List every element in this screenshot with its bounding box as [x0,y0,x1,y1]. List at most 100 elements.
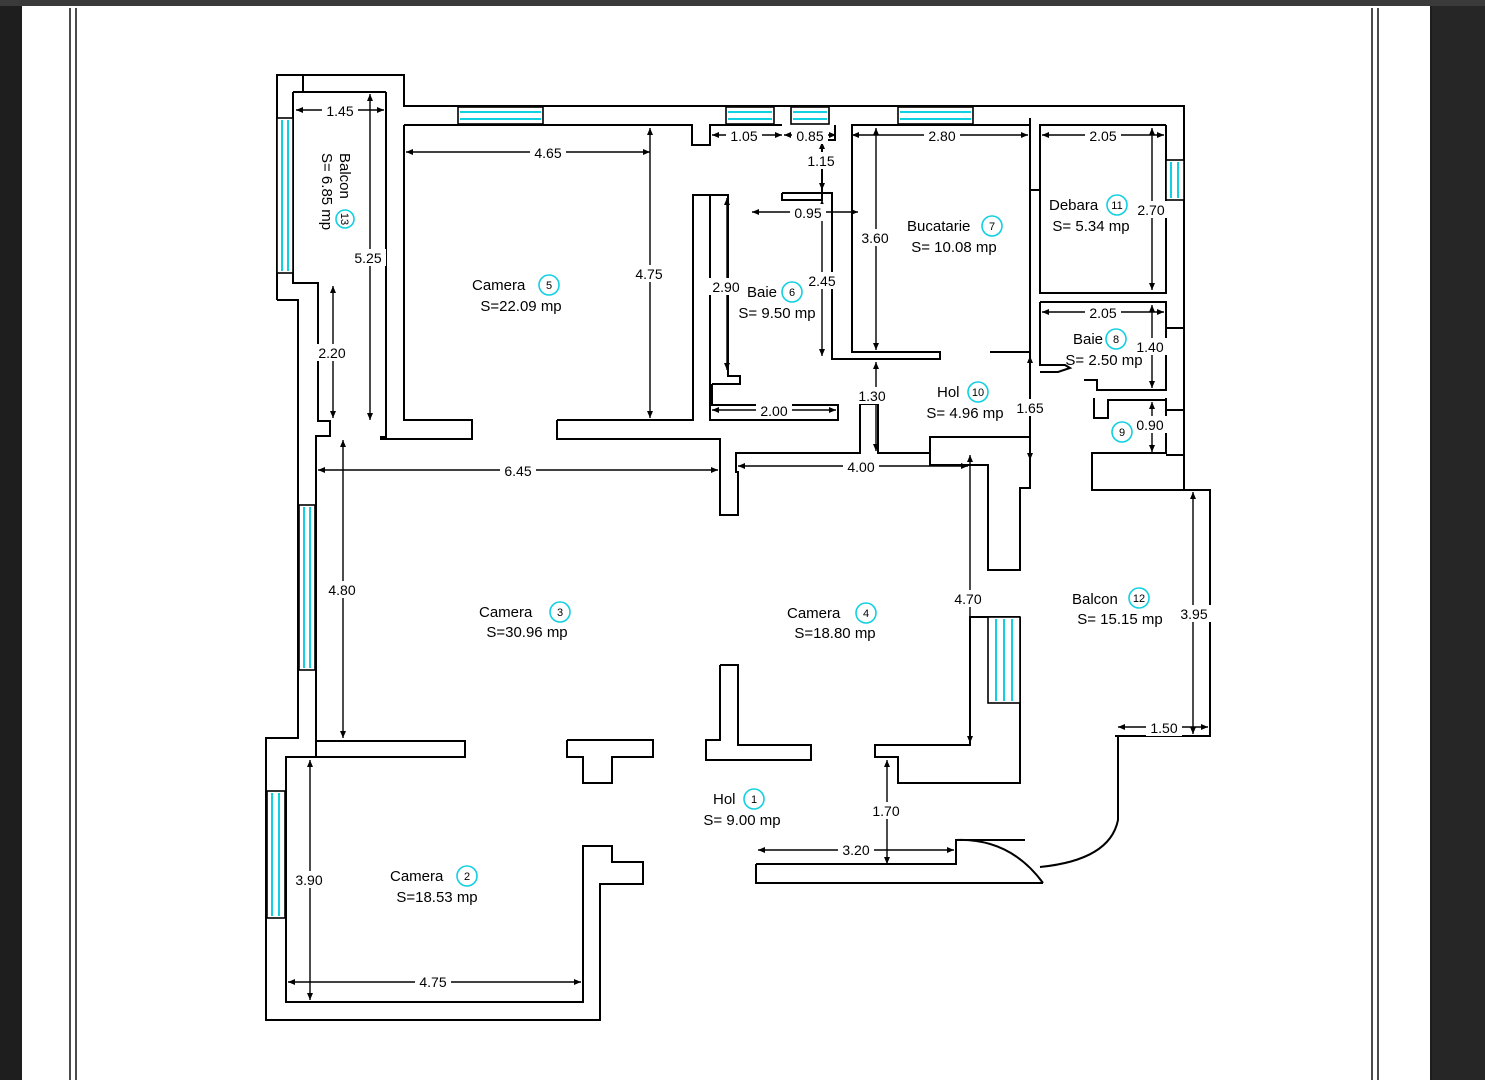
dimension-label: 1.05 [726,127,762,144]
dimension-label: 2.20 [314,344,350,361]
room-name: Hol [713,791,736,808]
dimension-text: 2.45 [808,273,835,289]
room-name: Baie [1073,331,1103,348]
room-number-circle [781,281,803,303]
dimension-label: 4.75 [415,973,451,990]
dimension-label: 0.85 [792,127,828,144]
room-number: 3 [557,607,563,619]
window-camera-5 [457,106,544,125]
dimension-text: 2.05 [1089,128,1116,144]
room-number: 6 [789,287,795,299]
dimension-text: 1.40 [1136,339,1163,355]
dimension-text: 2.05 [1089,305,1116,321]
room-number-circle [743,788,765,810]
dimension-label: 2.05 [1085,127,1121,144]
dimension-label: 1.15 [803,152,839,169]
room-area: S=18.80 mp [794,625,875,642]
dimension-text: 4.75 [419,974,446,990]
dimension-text: 2.20 [318,345,345,361]
dimension-text: 2.70 [1137,202,1164,218]
room-label: Baie 8 S= 2.50 mp [1065,328,1143,369]
room-area: S= 2.50 mp [1065,352,1142,369]
room-area: S= 10.08 mp [911,239,996,256]
window-camera-2 [266,790,286,919]
dimension-label: 3.60 [857,229,893,246]
room-number-circle [456,865,478,887]
dimension-text: 3.60 [861,230,888,246]
window-debara [1165,159,1185,201]
room-number-circle [855,602,877,624]
dimension-label: 1.30 [854,387,890,404]
dimension-label: 1.40 [1132,338,1168,355]
room-area: S=30.96 mp [486,624,567,641]
window-balcon-13 [276,117,294,274]
dimension-text: 3.20 [842,842,869,858]
dimension-text: 1.50 [1150,720,1177,736]
dimension-text: 1.05 [730,128,757,144]
room-area: S= 5.34 mp [1052,218,1129,235]
room-label: Balcon 13S= 6.85 mp [318,153,355,230]
dimension-text: 4.70 [954,591,981,607]
room-area: S= 15.15 mp [1077,611,1162,628]
room-number: 9 [1119,427,1125,439]
window-baie-6a [725,106,775,125]
room-number-circle [335,209,355,229]
room-name: Balcon [336,153,353,199]
room-number-circle [1111,421,1133,443]
dimension-label: 2.05 [1085,304,1121,321]
dimension-text: 4.80 [328,582,355,598]
room-area: S= 4.96 mp [926,405,1003,422]
room-name: Hol [937,384,960,401]
dimension-text: 2.90 [712,279,739,295]
window-camera-3 [298,504,316,671]
room-number-circle [967,381,989,403]
room-label: Bucatarie 7 S= 10.08 mp [907,215,1003,256]
dimension-label: 1.50 [1146,719,1182,736]
dimension-text: 2.80 [928,128,955,144]
page-border [69,8,1379,1080]
dimension-label: 4.00 [843,458,879,475]
dimension-label: 2.70 [1133,201,1169,218]
room-area: S=18.53 mp [396,889,477,906]
room-number-circle [1128,587,1150,609]
dimension-label: 2.45 [804,272,840,289]
room-area: S= 6.85 mp [318,153,335,230]
room-number: 4 [863,608,869,620]
room-name: Balcon [1072,591,1118,608]
room-number: 10 [972,387,984,399]
window-baie-6b [790,106,830,125]
room-number: 2 [464,871,470,883]
dimension-text: 4.75 [635,266,662,282]
windows [266,106,1185,919]
room-name: Bucatarie [907,218,970,235]
dimension-label: 6.45 [500,462,536,479]
room-number-circle [981,215,1003,237]
dimension-label: 4.75 [631,265,667,282]
viewer-top-bar [0,0,1485,6]
room-area: S= 9.50 mp [738,305,815,322]
dimension-label: 4.65 [530,144,566,161]
viewer-scrollbar[interactable] [1432,6,1485,1080]
dimension-text: 5.25 [354,250,381,266]
dimension-line [406,149,650,155]
dimension-text: 4.00 [847,459,874,475]
room-number: 11 [1111,200,1122,212]
room-number: 13 [338,213,350,225]
room-number: 5 [546,280,552,292]
dimension-label: 2.00 [756,402,792,419]
dimension-text: 2.00 [760,403,787,419]
dimension-label: 3.90 [291,871,327,888]
dimension-text: 1.30 [858,388,885,404]
room-name: Camera [787,605,841,622]
dimension-text: 6.45 [504,463,531,479]
room-name: Debara [1049,197,1099,214]
dimension-label: 3.95 [1176,605,1212,622]
room-number: 7 [989,221,995,233]
room-number: 8 [1113,334,1119,346]
